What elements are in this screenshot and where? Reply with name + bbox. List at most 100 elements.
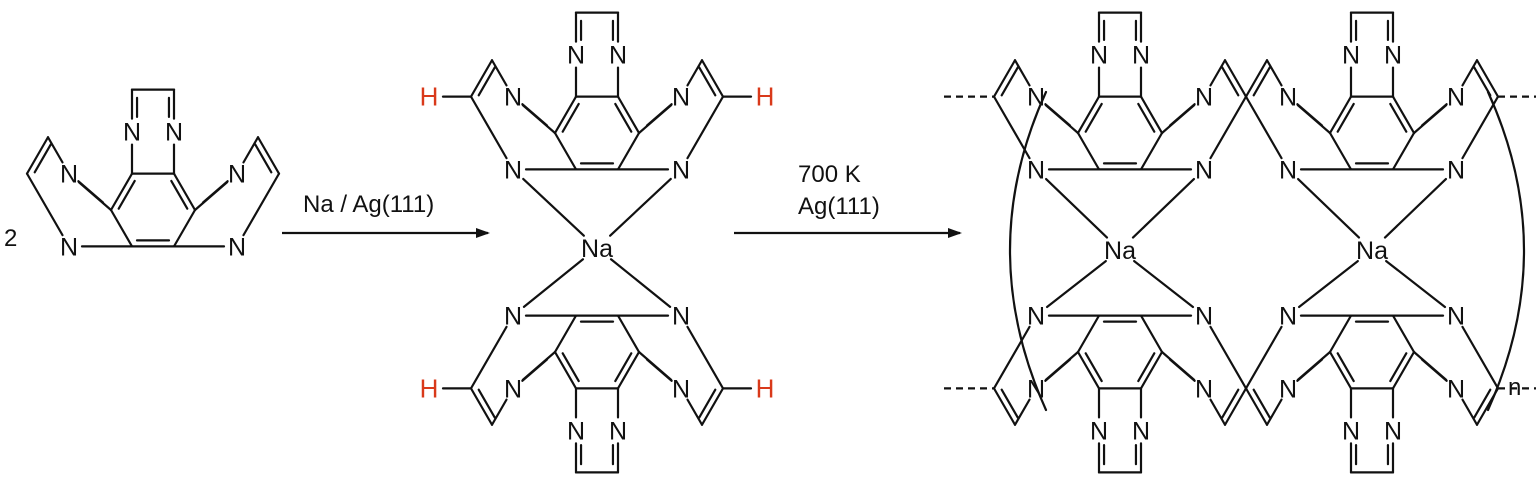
double-bond-inner [1137, 352, 1156, 383]
hydrogen-atom: H [420, 373, 439, 403]
single-bond [1391, 314, 1416, 354]
double-bond-inner [1473, 66, 1492, 97]
coordination-bond [609, 177, 672, 237]
single-bond [700, 59, 725, 98]
single-bond [1265, 398, 1283, 426]
double-bond-inner [117, 179, 136, 210]
double-bond-inner [1420, 103, 1448, 127]
single-bond [1209, 325, 1248, 390]
single-bond [242, 172, 281, 237]
nitrogen-atom: N [1384, 417, 1402, 445]
single-bond [25, 172, 64, 237]
nitrogen-atom: N [504, 375, 522, 403]
single-bond [469, 325, 508, 390]
single-bond [1139, 314, 1164, 354]
nitrogen-atom: N [672, 156, 690, 184]
bond-network [25, 11, 1536, 474]
double-bond-inner [521, 103, 549, 127]
single-bond [490, 59, 508, 87]
nitrogen-atom: N [1132, 417, 1150, 445]
single-bond [25, 136, 50, 175]
single-bond [1244, 387, 1269, 426]
double-bond-inner [477, 388, 496, 419]
single-bond [1391, 350, 1416, 390]
single-bond [616, 131, 641, 171]
nitrogen-atom: N [1447, 303, 1465, 331]
sodium-atom: Na [581, 235, 613, 263]
double-bond-inner [698, 66, 717, 97]
nitrogen-atom: N [1342, 42, 1360, 70]
single-bond [1475, 59, 1500, 98]
double-bond-inner [1336, 352, 1355, 383]
single-bond [172, 172, 197, 212]
single-bond [1391, 95, 1416, 135]
double-bond-inner [614, 352, 633, 383]
nitrogen-atom: N [609, 417, 627, 445]
nitrogen-atom: N [672, 84, 690, 112]
single-bond [172, 208, 197, 248]
step1-reagent-label: Na / Ag(111) [303, 191, 434, 218]
coordination-bond [1045, 259, 1107, 309]
single-bond [686, 95, 725, 160]
nitrogen-atom: N [672, 303, 690, 331]
coordination-bond [609, 258, 672, 308]
single-bond [1013, 398, 1031, 426]
double-bond-inner [1084, 352, 1103, 383]
single-bond [1328, 314, 1353, 354]
single-bond [1328, 350, 1353, 390]
double-bond-inner [1336, 102, 1355, 133]
single-bond [1461, 398, 1479, 426]
double-bond-inner [1168, 358, 1196, 382]
polymer-subscript-n: n [1508, 374, 1521, 401]
double-bond-inner [1389, 352, 1408, 383]
double-bond-inner [614, 102, 633, 133]
coordination-bond [1383, 177, 1447, 239]
nitrogen-atom: N [1384, 42, 1402, 70]
double-bond-inner [1420, 358, 1448, 382]
single-bond [109, 172, 134, 212]
nitrogen-atom: N [567, 42, 585, 70]
nitrogen-atom: N [60, 233, 78, 261]
single-bond [469, 59, 494, 98]
double-bond-inner [521, 358, 549, 382]
coordination-bond [1133, 259, 1195, 309]
double-bond-inner [1044, 358, 1072, 382]
nitrogen-atom: N [1195, 84, 1213, 112]
single-bond [553, 350, 578, 390]
double-bond-inner [1296, 103, 1324, 127]
nitrogen-atom: N [1342, 417, 1360, 445]
single-bond [616, 350, 641, 390]
step2-surface-label: Ag(111) [798, 193, 880, 220]
nitrogen-atom: N [1195, 375, 1213, 403]
nitrogen-atom: N [1027, 303, 1045, 331]
left-bracket [1008, 90, 1048, 412]
double-bond-inner [1252, 66, 1271, 97]
nitrogen-atom: N [1027, 375, 1045, 403]
hydrogen-atom: H [756, 82, 775, 112]
single-bond [1391, 131, 1416, 171]
double-bond-inner [1389, 102, 1408, 133]
single-bond [490, 398, 508, 426]
nitrogen-atom: N [1279, 303, 1297, 331]
single-bond [992, 95, 1031, 160]
single-bond [553, 314, 578, 354]
double-bond-inner [698, 388, 717, 419]
nitrogen-atom: N [1279, 156, 1297, 184]
nitrogen-atom: N [1090, 42, 1108, 70]
nitrogen-atom: N [1447, 84, 1465, 112]
double-bond-inner [1084, 102, 1103, 133]
double-bond-inner [1044, 103, 1072, 127]
single-bond [1139, 95, 1164, 135]
single-bond [1223, 387, 1248, 426]
nitrogen-atom: N [1279, 84, 1297, 112]
double-bond-inner [561, 352, 580, 383]
nitrogen-atom: N [1132, 42, 1150, 70]
single-bond [1244, 325, 1283, 390]
coordination-bond [1297, 177, 1361, 239]
nitrogen-atom: N [123, 119, 141, 147]
single-bond [1328, 131, 1353, 171]
single-bond [553, 95, 578, 135]
single-bond [553, 131, 578, 171]
nitrogen-atom: N [672, 375, 690, 403]
nitrogen-atom: N [504, 156, 522, 184]
